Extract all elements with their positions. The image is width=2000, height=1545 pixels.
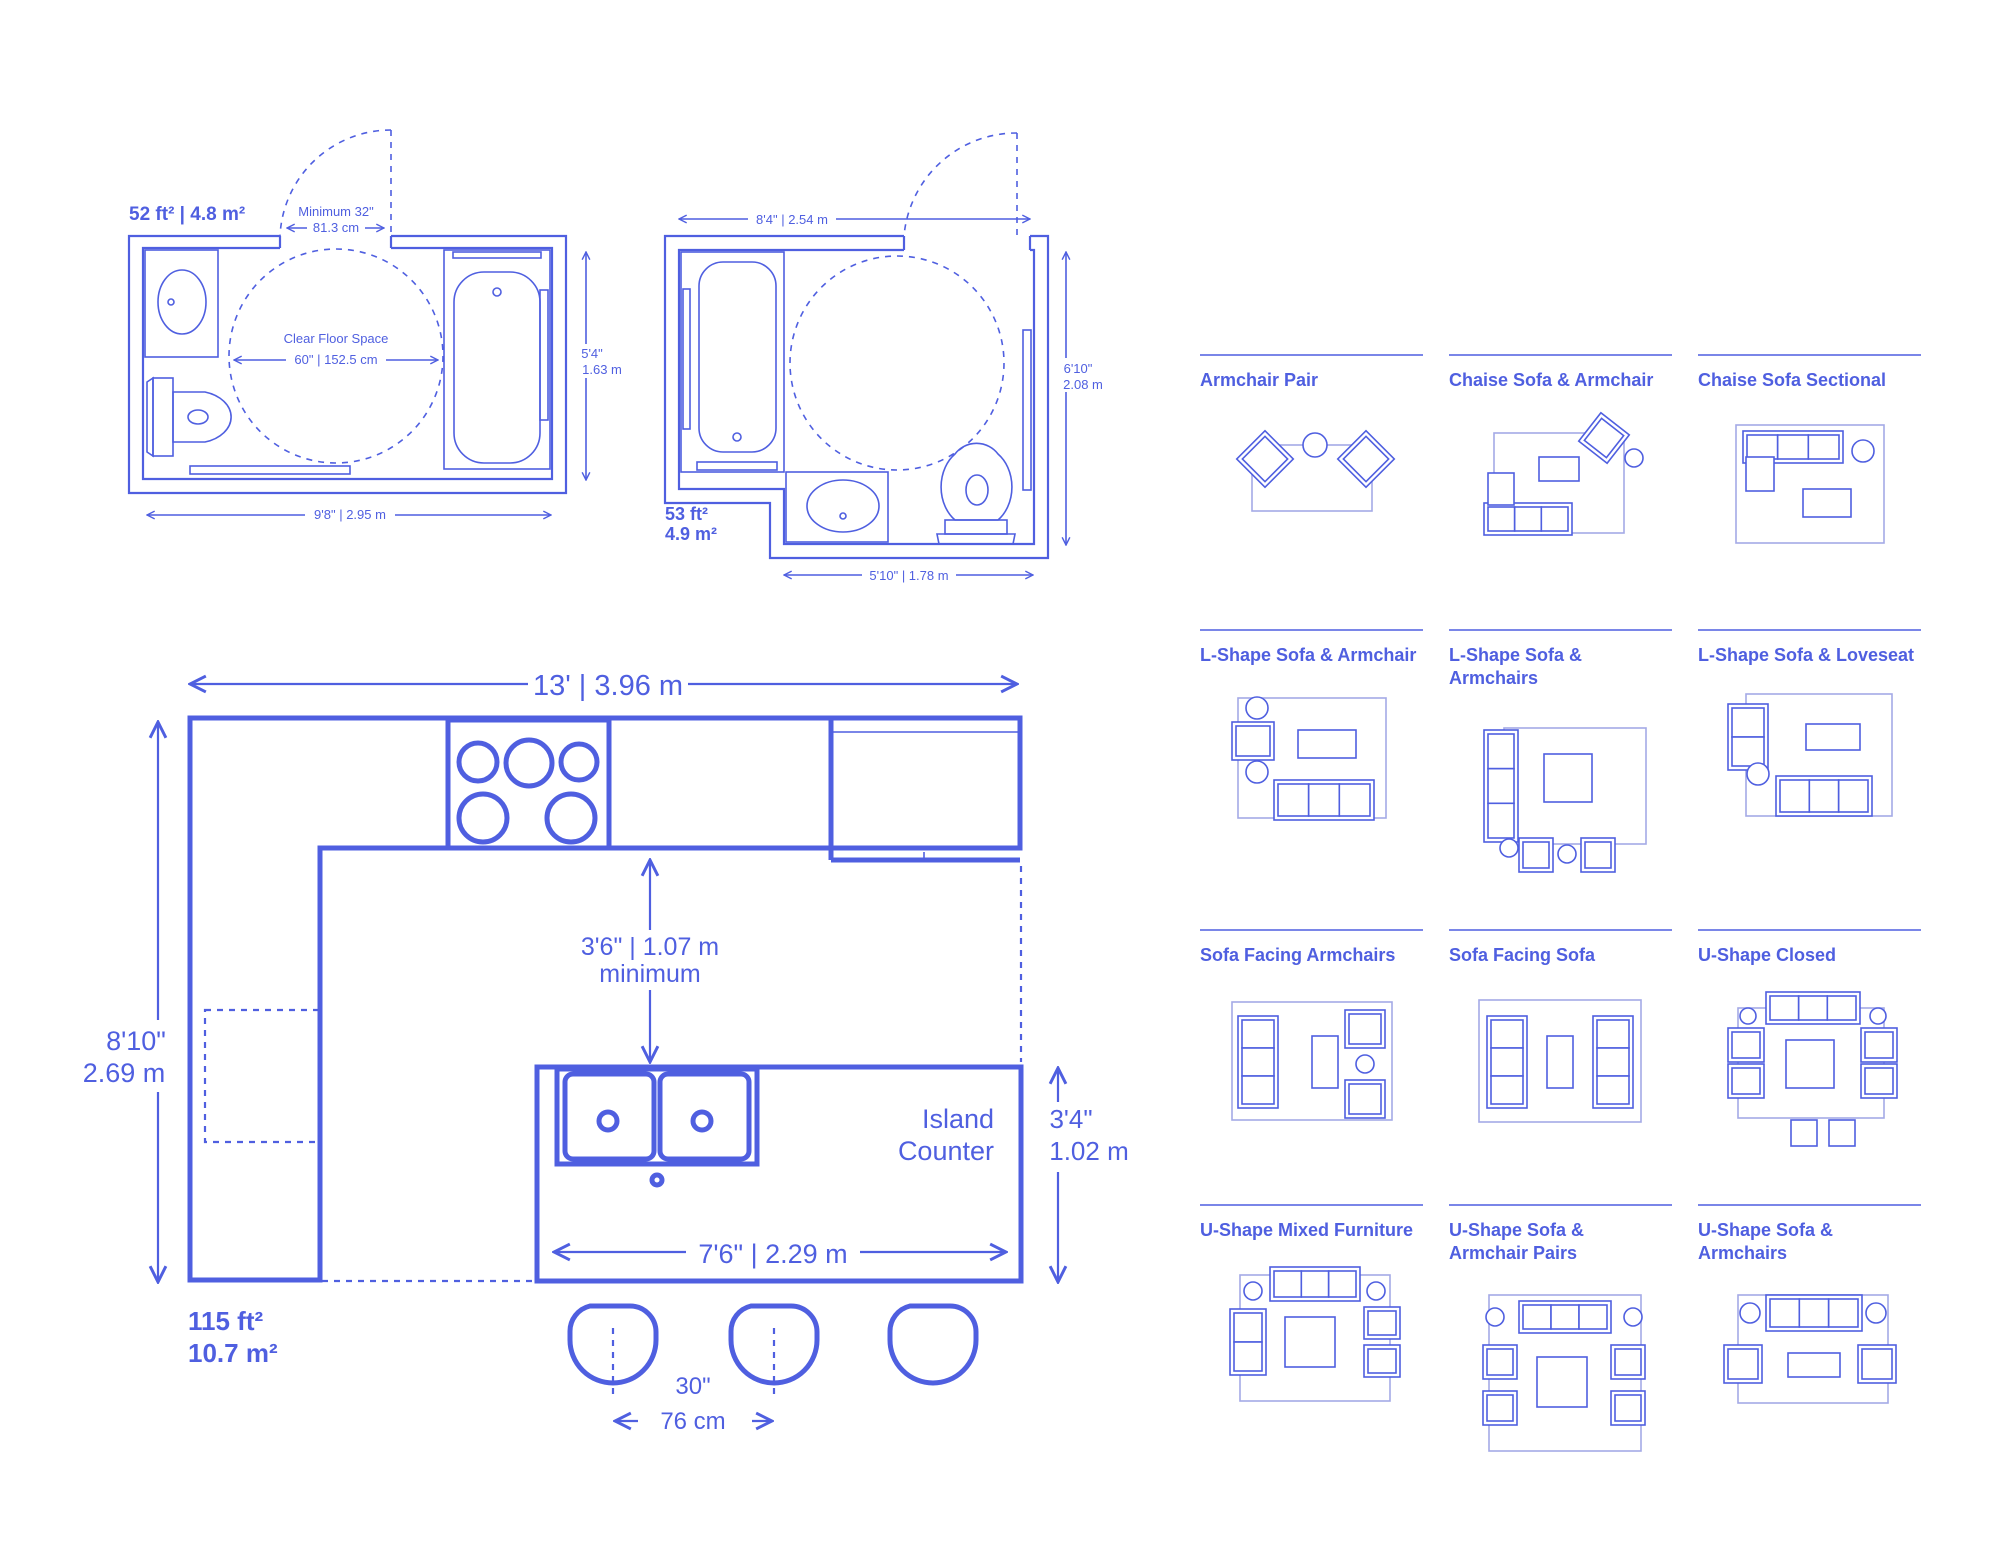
- layout-title: Chaise Sofa & Armchair: [1449, 370, 1653, 390]
- chaise-sofa-armchair-icon: Chaise Sofa & Armchair: [1449, 354, 1672, 536]
- island-depth-m: 1.02 m: [1049, 1136, 1129, 1166]
- layout-title: U-Shape Sofa &: [1698, 1220, 1833, 1240]
- layout-title: Armchair Pair: [1200, 370, 1318, 390]
- l-shape-sofa-armchair-icon: L-Shape Sofa & Armchair: [1200, 629, 1423, 821]
- sofa-facing-sofa-icon: Sofa Facing Sofa: [1449, 929, 1672, 1123]
- bath1-door-swing: [279, 129, 392, 237]
- layout-title: Chaise Sofa Sectional: [1698, 370, 1886, 390]
- kitchen-aisle-note: minimum: [599, 960, 700, 988]
- kitchen-plan: 13' | 3.96 m 3'6" | 1.07 m minimum 8'1: [72, 665, 1134, 1435]
- bath2-height-m: 2.08 m: [1063, 377, 1103, 392]
- bath2-area-ft: 53 ft²: [665, 504, 708, 524]
- u-shape-mixed-furniture-icon: U-Shape Mixed Furniture: [1200, 1204, 1423, 1402]
- bath1-grab-bar: [189, 465, 351, 475]
- bar-stools: [567, 1303, 979, 1398]
- layout-title: U-Shape Mixed Furniture: [1200, 1220, 1413, 1240]
- kitchen-width-label: 13' | 3.96 m: [533, 670, 683, 702]
- kitchen-area-ft: 115 ft²: [188, 1306, 263, 1336]
- bath1-clear-floor-circle: [228, 248, 444, 464]
- kitchen-aisle-label: 3'6" | 1.07 m: [581, 933, 719, 961]
- bath2-sink: [785, 471, 889, 543]
- island-counter: [534, 1064, 1024, 1284]
- layout-title: L-Shape Sofa & Loveseat: [1698, 645, 1914, 665]
- kitchen-cooktop: [456, 737, 600, 845]
- island-label-line2: Counter: [898, 1136, 994, 1166]
- u-shape-sofa-armchair-pairs-icon: U-Shape Sofa & Armchair Pairs: [1449, 1204, 1672, 1452]
- bath2-grab-bar: [1022, 329, 1032, 491]
- kitchen-area-m: 10.7 m²: [188, 1338, 278, 1368]
- stool-spacing-cm: 76 cm: [660, 1408, 725, 1435]
- u-shape-closed-icon: U-Shape Closed: [1698, 929, 1921, 1147]
- bath1-door-min-label: Minimum 32": [298, 204, 374, 219]
- bath2-bottom-width: 5'10" | 1.78 m: [869, 568, 948, 583]
- island-label-line1: Island: [922, 1104, 994, 1134]
- bath1-area-label: 52 ft² | 4.8 m²: [129, 204, 245, 225]
- chaise-sofa-sectional-icon: Chaise Sofa Sectional: [1698, 354, 1921, 544]
- u-shape-sofa-armchairs-icon: U-Shape Sofa & Armchairs: [1698, 1204, 1921, 1404]
- bath2-area-m: 4.9 m²: [665, 524, 717, 544]
- bathroom-plan-2: 8'4" | 2.54 m 6'10" 2.08 m 53 ft² 4.9 m²…: [663, 132, 1107, 583]
- stool-spacing-in: 30": [675, 1373, 710, 1400]
- bath2-toilet: [936, 442, 1016, 545]
- layout-title: Sofa Facing Armchairs: [1200, 945, 1395, 965]
- bathroom-plan-1: 52 ft² | 4.8 m² Minimum 32" 81.3 cm Clea…: [127, 129, 627, 523]
- bath2-height-ft: 6'10": [1064, 361, 1093, 376]
- kitchen-height-m: 2.69 m: [83, 1058, 166, 1088]
- kitchen-height-ft: 8'10": [106, 1026, 166, 1056]
- bath1-clear-floor-size: 60" | 152.5 cm: [294, 352, 377, 367]
- bath1-walls: [127, 234, 568, 495]
- bath2-walls: [663, 234, 1050, 560]
- layout-title: L-Shape Sofa &: [1449, 645, 1582, 665]
- bath2-clear-floor-circle: [789, 255, 1005, 471]
- island-depth-ft: 3'4": [1049, 1104, 1092, 1134]
- l-shape-sofa-loveseat-icon: L-Shape Sofa & Loveseat: [1698, 629, 1921, 817]
- island-width-label: 7'6" | 2.29 m: [698, 1239, 847, 1269]
- layout-title: U-Shape Closed: [1698, 945, 1836, 965]
- island-sink: [554, 1066, 760, 1188]
- bath1-toilet: [146, 376, 232, 458]
- bath1-clear-floor-label: Clear Floor Space: [284, 331, 389, 346]
- bath1-height-m: 1.63 m: [582, 362, 622, 377]
- bath1-bathtub: [443, 249, 551, 470]
- bath2-bathtub: [680, 251, 785, 473]
- layout-title: Armchairs: [1698, 1243, 1787, 1263]
- layout-title: Armchairs: [1449, 668, 1538, 688]
- layout-title: Sofa Facing Sofa: [1449, 945, 1596, 965]
- layout-title: U-Shape Sofa &: [1449, 1220, 1584, 1240]
- kitchen-counter-l-shape: [187, 715, 1023, 1283]
- layout-title: Armchair Pairs: [1449, 1243, 1577, 1263]
- l-shape-sofa-armchairs-icon: L-Shape Sofa & Armchairs: [1449, 629, 1672, 873]
- bath1-height-ft: 5'4": [581, 346, 603, 361]
- bath1-door-min-metric: 81.3 cm: [313, 220, 359, 235]
- kitchen-dashed-clearances: [203, 866, 1023, 1283]
- bath1-width-label: 9'8" | 2.95 m: [314, 507, 386, 522]
- bath1-sink: [144, 249, 219, 358]
- bath2-top-width: 8'4" | 2.54 m: [756, 212, 828, 227]
- layout-title: L-Shape Sofa & Armchair: [1200, 645, 1416, 665]
- armchair-pair-icon: Armchair Pair: [1200, 354, 1423, 512]
- sofa-facing-armchairs-icon: Sofa Facing Armchairs: [1200, 929, 1423, 1121]
